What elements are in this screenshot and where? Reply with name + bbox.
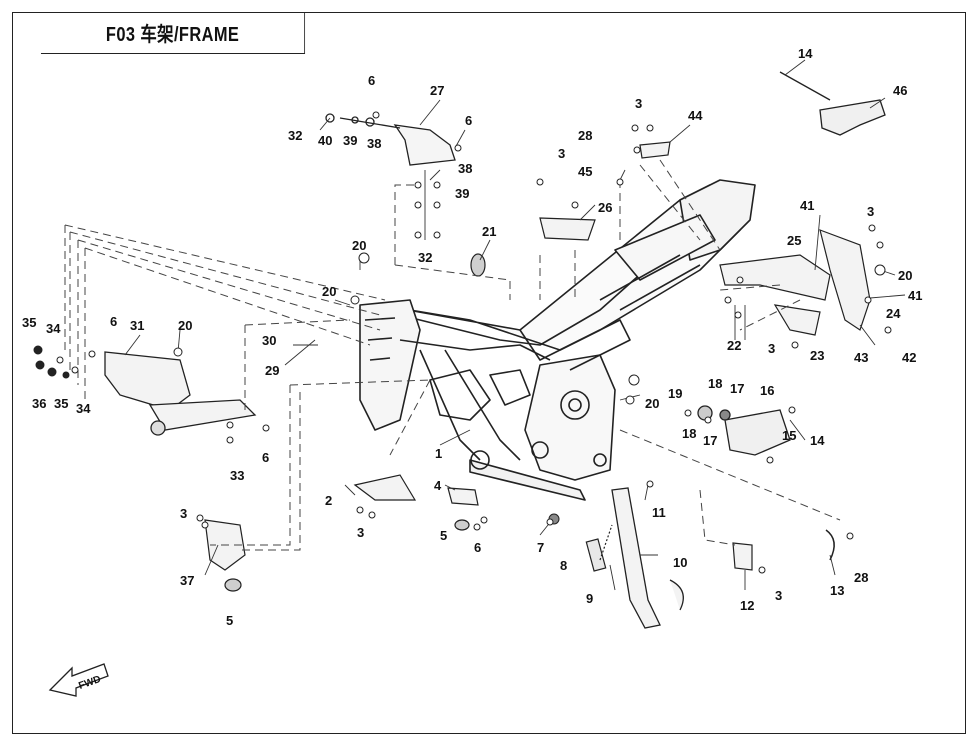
callout-label: 35 <box>22 315 36 330</box>
callout-label: 46 <box>893 83 907 98</box>
callout-label: 29 <box>265 363 279 378</box>
callout-label: 20 <box>898 268 912 283</box>
fwd-arrow-icon: FWD <box>48 663 109 697</box>
callout-label: 20 <box>178 318 192 333</box>
callout-label: 17 <box>703 433 717 448</box>
callout-label: 45 <box>578 164 592 179</box>
callout-label: 41 <box>908 288 922 303</box>
rubber-5 <box>224 519 470 592</box>
callout-label: 3 <box>357 525 364 540</box>
callout-label: 11 <box>652 505 666 520</box>
callout-label: 16 <box>760 383 774 398</box>
callout-label: 15 <box>782 428 796 443</box>
callout-label: 6 <box>110 314 117 329</box>
page-title: F03 车架/FRAME <box>40 12 306 54</box>
bracket-26 <box>539 217 596 241</box>
callout-label: 20 <box>645 396 659 411</box>
callout-label: 37 <box>180 573 194 588</box>
callout-label: 23 <box>810 348 824 363</box>
seat-bracket-27 <box>325 113 456 166</box>
footrest-bracket-31 <box>104 351 257 436</box>
callout-label: 13 <box>830 583 844 598</box>
callout-label: 28 <box>854 570 868 585</box>
callout-label: 19 <box>668 386 682 401</box>
callout-label: 41 <box>800 198 814 213</box>
callout-label: 32 <box>418 250 432 265</box>
callout-label: 20 <box>352 238 366 253</box>
plate-4 <box>447 487 479 506</box>
callout-label: 31 <box>130 318 144 333</box>
footrest-bracket-16 <box>697 405 791 456</box>
callout-label: 18 <box>682 426 696 441</box>
callout-label: 1 <box>435 446 442 461</box>
plate-23 <box>773 304 821 336</box>
callout-label: 33 <box>230 468 244 483</box>
callout-label: 6 <box>474 540 481 555</box>
side-stand-10 <box>611 487 684 629</box>
callout-label: 3 <box>768 341 775 356</box>
callout-label: 24 <box>886 306 901 321</box>
callout-label: 7 <box>537 540 544 555</box>
callout-label: 44 <box>688 108 703 123</box>
callout-label: 36 <box>32 396 46 411</box>
callout-label: 30 <box>262 333 276 348</box>
callout-label: 34 <box>46 321 61 336</box>
callout-label: 26 <box>598 200 612 215</box>
callout-label: 40 <box>318 133 332 148</box>
callout-label: 6 <box>368 73 375 88</box>
callout-label: 43 <box>854 350 868 365</box>
callout-label: 21 <box>482 224 496 239</box>
main-frame <box>359 179 756 501</box>
bracket-12 <box>732 542 753 571</box>
callout-label: 22 <box>727 338 741 353</box>
spring-9 <box>599 524 613 561</box>
callout-label: 8 <box>560 558 567 573</box>
callout-label: 18 <box>708 376 722 391</box>
callout-label: 25 <box>787 233 801 248</box>
bracket-2 <box>353 474 417 501</box>
callout-label: 3 <box>558 146 565 161</box>
callout-label: 42 <box>902 350 916 365</box>
callout-label: 38 <box>367 136 381 151</box>
callout-label: 2 <box>325 493 332 508</box>
callout-label: 6 <box>465 113 472 128</box>
rubber-21 <box>470 253 486 277</box>
callout-label: 5 <box>226 613 233 628</box>
callout-label: 3 <box>180 506 187 521</box>
callout-label: 39 <box>343 133 357 148</box>
fasteners <box>33 111 892 574</box>
callout-label: 6 <box>262 450 269 465</box>
callout-label: 12 <box>740 598 754 613</box>
callout-label: 9 <box>586 591 593 606</box>
bracket-25 <box>719 254 831 301</box>
callout-label: 17 <box>730 381 744 396</box>
callout-label: 38 <box>458 161 472 176</box>
callout-label: 27 <box>430 83 444 98</box>
drawing-border <box>12 12 966 734</box>
callout-labels: 14 46 6 27 32 40 39 38 6 3 44 28 45 3 26… <box>22 46 922 628</box>
leader-lines <box>64 159 841 551</box>
callout-label: 34 <box>76 401 91 416</box>
callout-label: 3 <box>775 588 782 603</box>
callout-label: 3 <box>635 96 642 111</box>
callout-label: 14 <box>798 46 813 61</box>
callout-label: 32 <box>288 128 302 143</box>
bracket-46 <box>779 71 886 136</box>
callout-label: 4 <box>434 478 442 493</box>
bracket-24 <box>819 229 871 331</box>
callout-label: 5 <box>440 528 447 543</box>
callout-label: 14 <box>810 433 825 448</box>
callout-label: 35 <box>54 396 68 411</box>
bracket-44 <box>639 141 671 159</box>
callout-label: 3 <box>867 204 874 219</box>
callout-label: 39 <box>455 186 469 201</box>
callout-label: 20 <box>322 284 336 299</box>
hook-13 <box>825 529 835 561</box>
callout-label: 28 <box>578 128 592 143</box>
callout-label: 10 <box>673 555 687 570</box>
spring-8 <box>585 538 607 572</box>
